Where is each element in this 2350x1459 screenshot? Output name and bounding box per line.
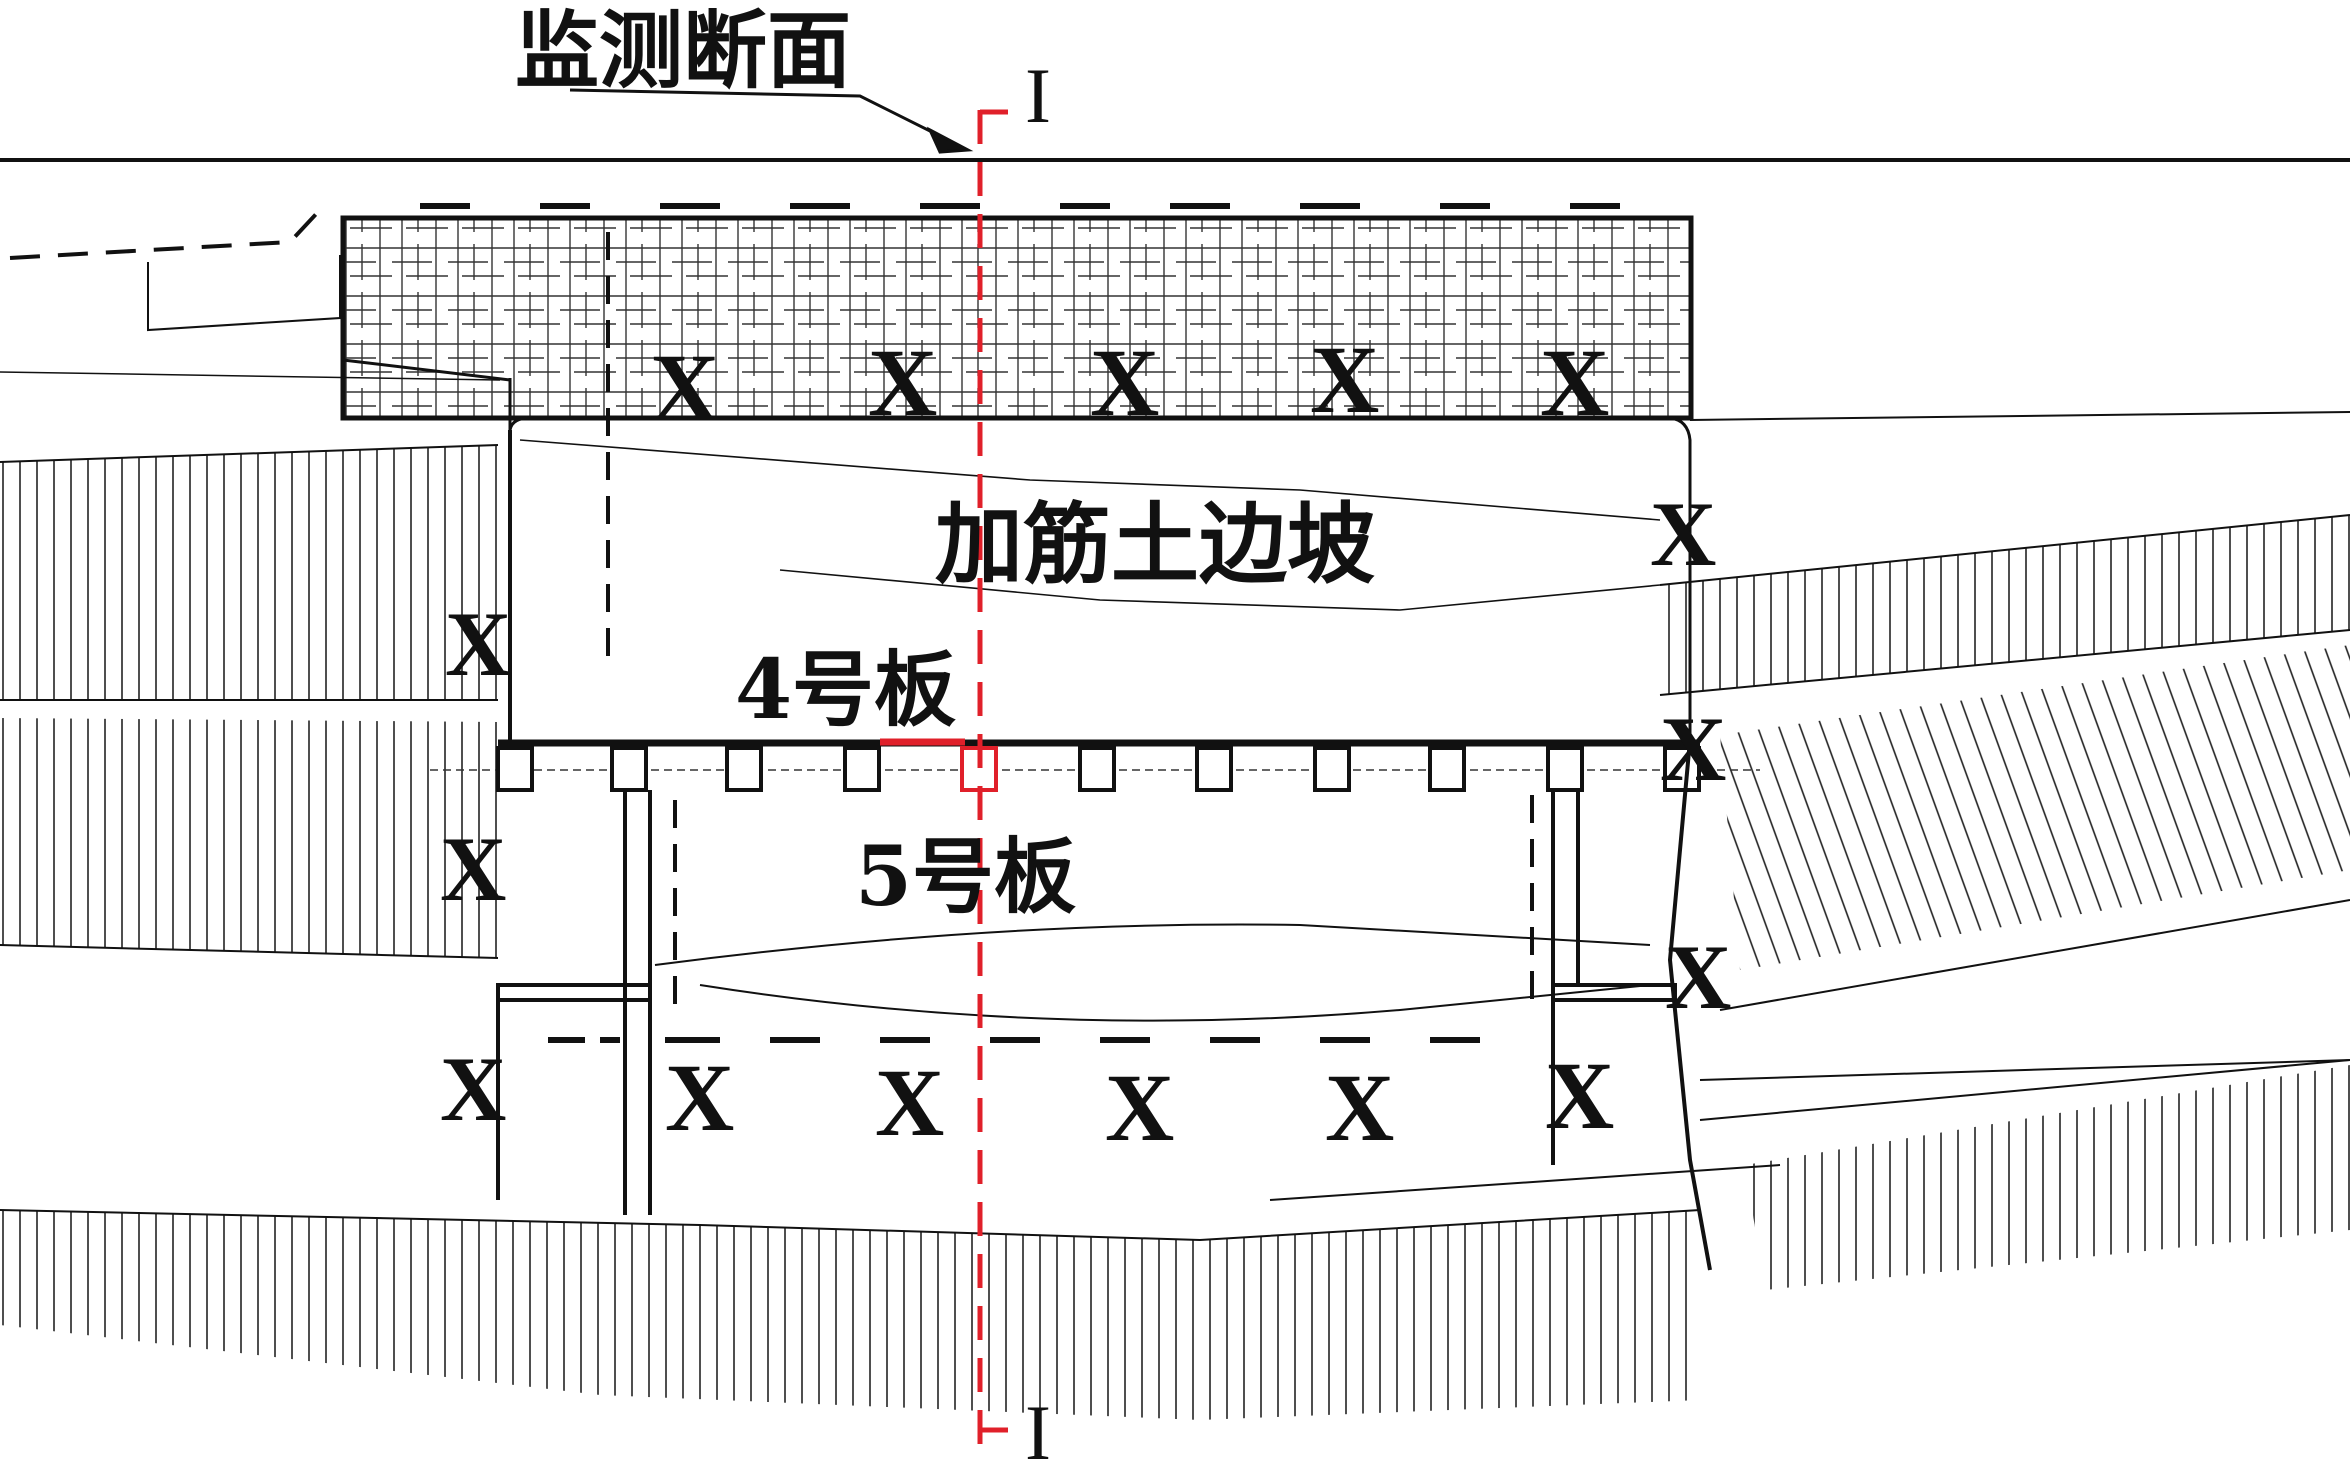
x-mark: X <box>1310 326 1379 433</box>
x-mark: X <box>440 1038 506 1140</box>
approach-dashed-arrows <box>9 210 341 332</box>
bottom-ground-strata <box>0 1209 1701 1420</box>
x-mark: X <box>1090 329 1159 436</box>
x-mark: X <box>1325 1054 1394 1161</box>
section-mark-top: I <box>1025 52 1051 139</box>
left-ground-strata <box>0 444 499 959</box>
retaining-walls <box>496 739 1712 1271</box>
slope-body-outline <box>0 371 2350 740</box>
monitoring-section-line <box>977 109 1008 1459</box>
x-mark: X <box>1545 1042 1614 1149</box>
x-mark: X <box>868 329 937 436</box>
left-dashed-arrows <box>606 232 1534 1010</box>
lower-contours <box>654 923 2350 1201</box>
x-mark: X <box>665 1044 734 1151</box>
plate5-label: 5号板 <box>855 829 1076 925</box>
x-mark: X <box>1660 698 1726 800</box>
anchor-x-marks: X X X X X X X X X X X X X X X X <box>440 326 1731 1161</box>
pile-squares <box>496 746 1701 792</box>
x-mark: X <box>650 334 719 441</box>
x-mark: X <box>1650 483 1716 585</box>
x-mark: X <box>445 593 511 695</box>
x-mark: X <box>875 1049 944 1156</box>
reinforced-slope-label: 加筋土边坡 <box>935 492 1375 596</box>
section-pointer-arrow <box>569 88 974 154</box>
right-ground-strata <box>1659 514 2350 1290</box>
x-mark: X <box>1105 1054 1174 1161</box>
x-mark: X <box>440 818 506 920</box>
section-mark-bottom: I <box>1025 1389 1051 1459</box>
monitoring-section-label: 监测断面 <box>515 1 851 100</box>
plate4-label: 4号板 <box>735 642 956 738</box>
reinforced-grid-block <box>340 215 1694 421</box>
x-mark: X <box>1665 926 1731 1028</box>
x-mark: X <box>1540 329 1609 436</box>
